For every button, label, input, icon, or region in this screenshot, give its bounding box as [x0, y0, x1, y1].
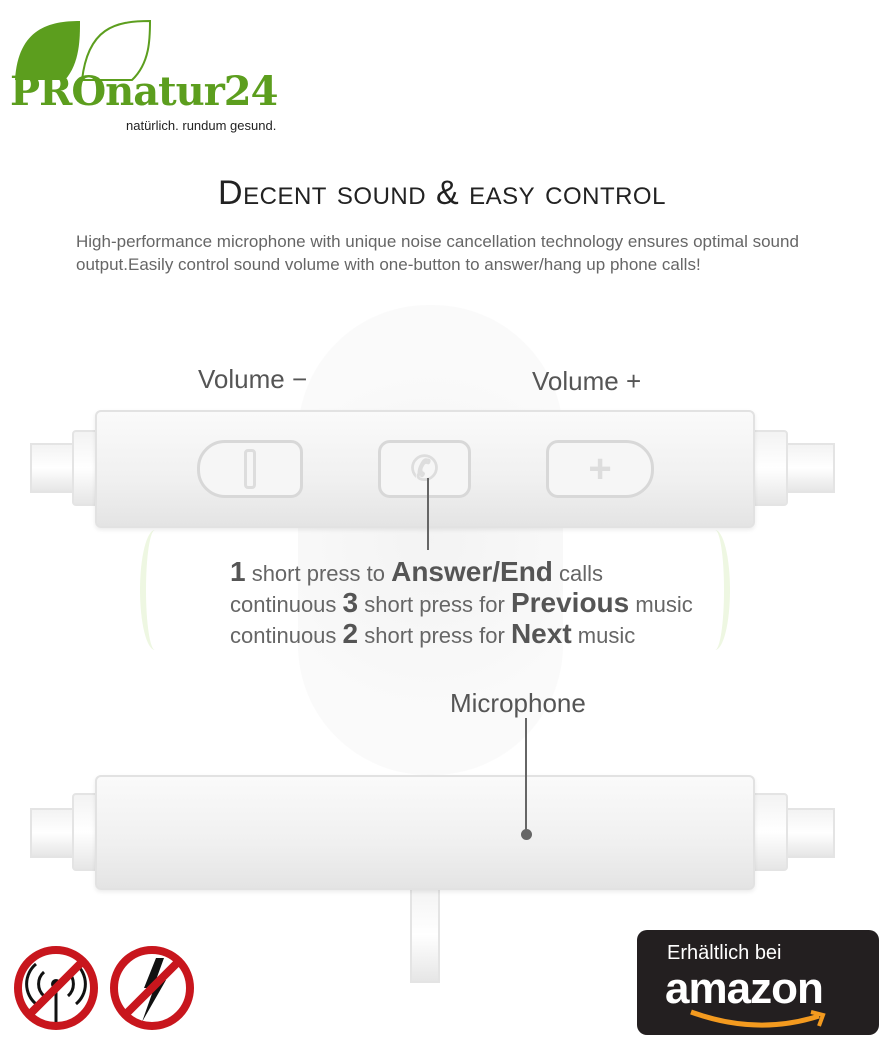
- glow-arc-right: [700, 530, 730, 650]
- brand-tagline: natürlich. rundum gesund.: [126, 118, 277, 133]
- plus-icon: +: [588, 446, 612, 491]
- cable-connector-right-bottom: [750, 793, 788, 871]
- volume-down-button[interactable]: [197, 440, 303, 498]
- microphone-label: Microphone: [450, 688, 586, 718]
- cable-connector-right: [750, 430, 788, 506]
- no-radiation-icon: [14, 946, 98, 1030]
- minus-icon: [244, 449, 256, 489]
- microphone-background-image: [298, 305, 563, 775]
- no-electrosmog-icon: [110, 946, 194, 1030]
- volume-up-button[interactable]: +: [546, 440, 654, 498]
- volume-plus-label: Volume +: [532, 366, 642, 396]
- microphone-hole-dot: [521, 829, 532, 840]
- cable-right-bottom: [780, 808, 835, 858]
- amazon-smile-icon: [690, 1009, 826, 1028]
- amazon-badge[interactable]: Erhältlich bei amazon: [637, 930, 879, 1035]
- leaf-logo-icon: [15, 19, 152, 81]
- description: High-performance microphone with unique …: [76, 232, 799, 274]
- call-button-pointer-line: [427, 478, 429, 550]
- microphone-pointer-line: [525, 718, 527, 830]
- brand-logo-text: PROnatur24: [10, 68, 278, 115]
- call-button[interactable]: ✆: [378, 440, 471, 498]
- instruction-line-3: continuous 2 short press for Next music: [230, 618, 636, 649]
- page-title: Decent sound & easy control: [218, 174, 666, 212]
- phone-icon: ✆: [410, 450, 439, 488]
- volume-minus-label: Volume −: [198, 364, 308, 394]
- instruction-line-2: continuous 3 short press for Previous mu…: [230, 587, 693, 618]
- microphone-unit-body: [95, 775, 755, 890]
- cable-down: [410, 888, 440, 983]
- glow-arc-left: [140, 530, 170, 650]
- amazon-wordmark: amazon: [665, 964, 824, 1013]
- amazon-badge-caption: Erhältlich bei: [667, 942, 782, 964]
- instruction-line-1: 1 short press to Answer/End calls: [230, 556, 604, 587]
- cable-right: [780, 443, 835, 493]
